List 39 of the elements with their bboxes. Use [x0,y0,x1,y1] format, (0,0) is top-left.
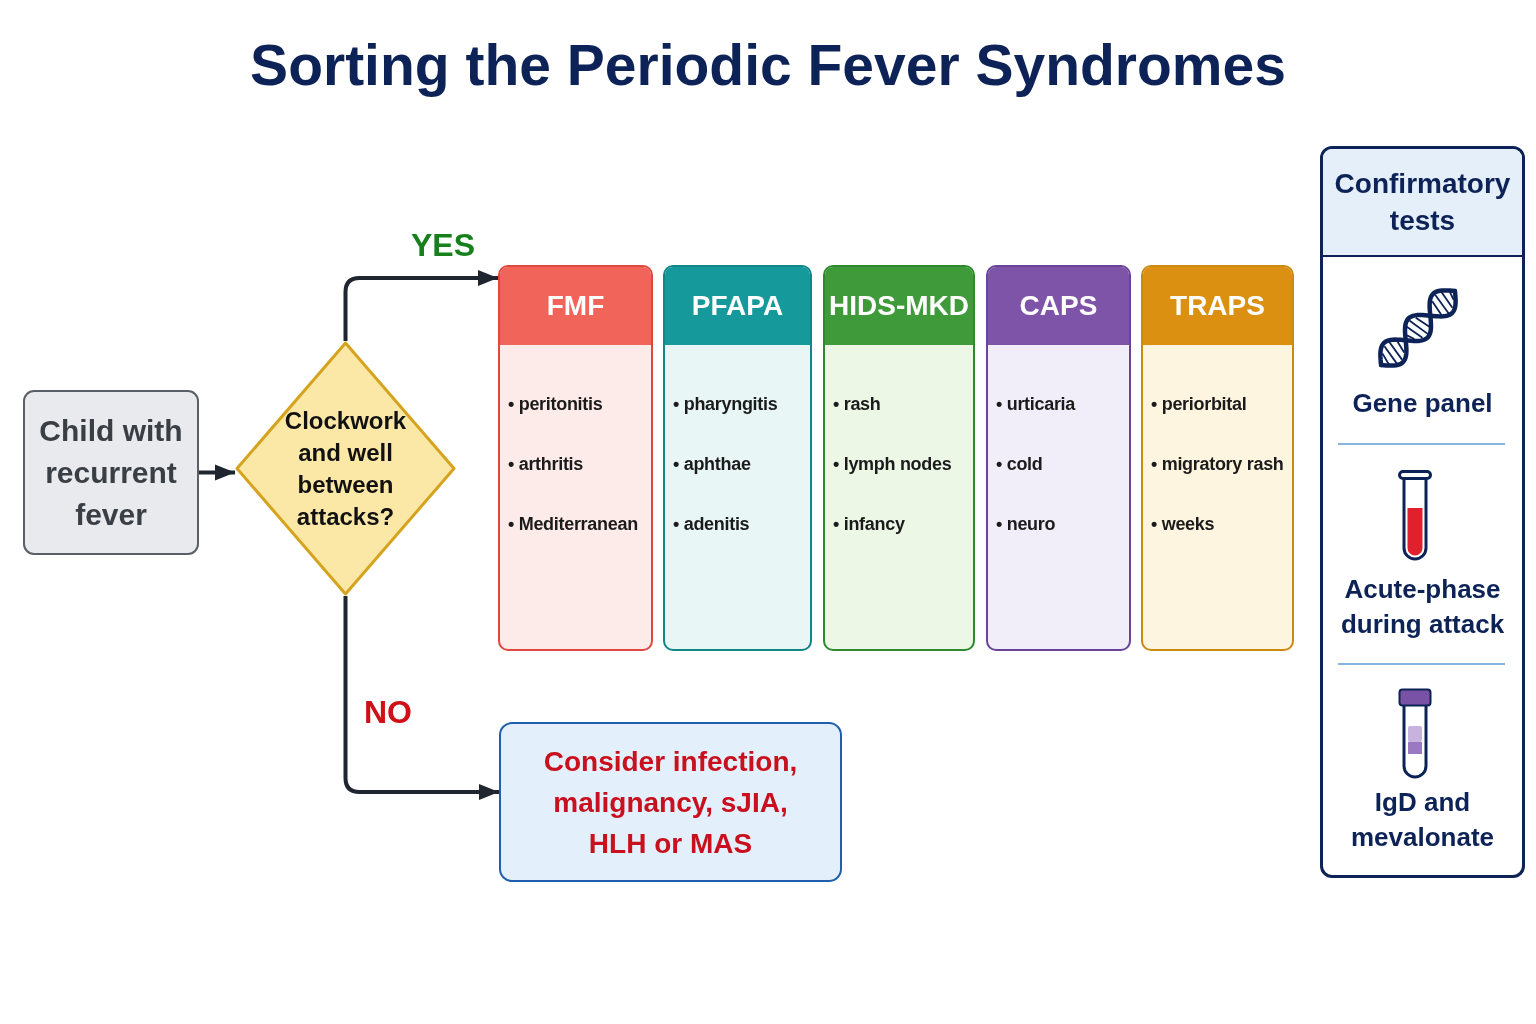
symptom-item: • cold [996,453,1043,476]
flow-arrow [199,464,235,481]
syndrome-card [1141,265,1294,651]
process-text: Child with recurrent fever [38,412,184,533]
symptom-item: • infancy [833,513,905,536]
card-title: HIDS-MKD [829,289,969,323]
flow-arrow [343,270,498,341]
symptom-item: • migratory rash [1151,453,1284,476]
panel-title: Confirmatory tests [1333,167,1512,238]
flow-arrow [343,596,499,800]
symptom-item: • pharyngitis [673,393,778,416]
test-label: IgD and mevalonate [1349,786,1496,854]
symptom-item: • neuro [996,513,1056,536]
symptom-item: • weeks [1151,513,1215,536]
symptom-item: • urticaria [996,393,1076,416]
syndrome-card [823,265,975,651]
syndrome-card [498,265,653,651]
process-box [23,390,199,555]
syndrome-card [663,265,812,651]
symptom-item: • peritonitis [508,393,603,416]
symptom-item: • Mediterranean [508,513,638,536]
diagram-title: Sorting the Periodic Fever Syndromes [250,32,1286,98]
card-title: TRAPS [1170,289,1265,323]
syndrome-card [986,265,1131,651]
outcome-text: Consider infection, malignancy, sJIA, HLH or MAS [542,744,799,861]
test-label: Gene panel [1352,387,1493,419]
symptom-item: • periorbital [1151,393,1247,416]
card-title: CAPS [1019,289,1098,323]
test-label: Acute-phase during attack [1339,573,1506,641]
card-title: PFAPA [691,289,784,323]
outcome-box [499,722,842,882]
tests-panel [1320,146,1525,878]
card-title: FMF [546,289,605,323]
symptom-item: • rash [833,393,881,416]
symptom-item: • arthritis [508,453,584,476]
symptom-item: • lymph nodes [833,453,952,476]
decision-text: Clockwork and well between attacks? [283,405,408,532]
symptom-item: • adenitis [673,513,750,536]
symptom-item: • aphthae [673,453,751,476]
